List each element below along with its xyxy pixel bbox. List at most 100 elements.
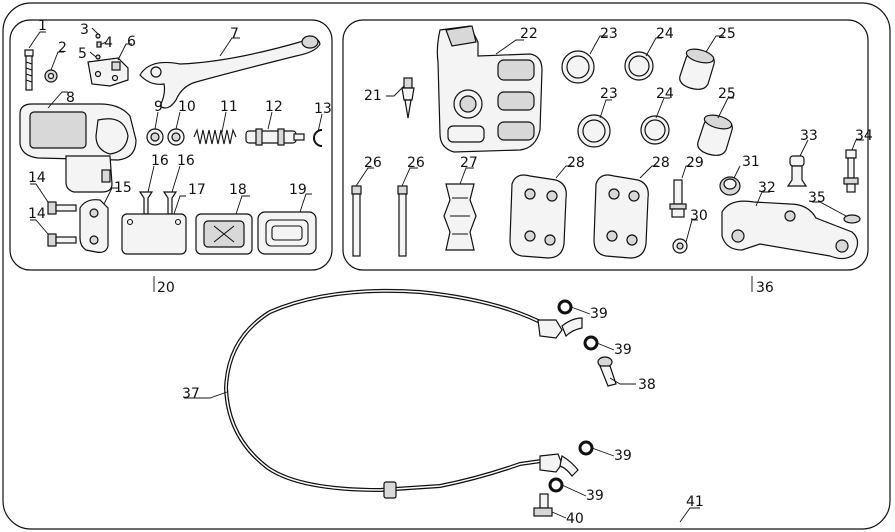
part-1-screw — [24, 49, 34, 91]
part-3-pin — [95, 33, 101, 39]
callout-17: 17 — [188, 182, 206, 198]
callout-39c: 39 — [614, 448, 632, 464]
part-10-seal — [167, 128, 185, 146]
callout-14a: 14 — [28, 170, 46, 186]
part-19-diaphragm — [257, 211, 317, 255]
part-15-clamp — [79, 199, 109, 253]
callout-28a: 28 — [567, 155, 585, 171]
part-14-bolt-lower — [47, 233, 77, 247]
callout-41: 41 — [686, 494, 704, 510]
callout-13: 13 — [314, 101, 332, 117]
callout-14b: 14 — [28, 206, 46, 222]
callout-23b: 23 — [600, 86, 618, 102]
part-8-master-cylinder — [19, 103, 137, 193]
part-39-washer-4 — [548, 477, 564, 493]
callout-39a: 39 — [590, 306, 608, 322]
part-16-screw-right — [162, 191, 178, 215]
callout-23a: 23 — [600, 26, 618, 42]
part-31-bushing — [719, 176, 741, 196]
part-39-washer-2 — [583, 335, 599, 351]
part-2-nut — [44, 69, 58, 83]
part-23-seal-lower — [577, 114, 611, 148]
caliper-group-frame — [342, 19, 869, 271]
callout-5: 5 — [78, 46, 87, 62]
callout-27: 27 — [460, 155, 478, 171]
callout-35: 35 — [808, 190, 826, 206]
callout-4: 4 — [104, 35, 113, 51]
callout-31: 31 — [742, 154, 760, 170]
callout-37: 37 — [182, 386, 200, 402]
callout-18: 18 — [229, 182, 247, 198]
part-34-bolt — [843, 149, 859, 193]
callout-39b: 39 — [614, 342, 632, 358]
callout-39d: 39 — [586, 488, 604, 504]
part-16-screw-left — [138, 191, 154, 215]
callout-21: 21 — [364, 88, 382, 104]
part-9-seal — [146, 128, 164, 146]
callout-11: 11 — [220, 99, 238, 115]
part-24-seal-lower — [640, 115, 670, 145]
part-30-washer — [672, 238, 688, 254]
part-33-slide-pin — [786, 155, 808, 187]
callout-25b: 25 — [718, 86, 736, 102]
callout-26a: 26 — [364, 155, 382, 171]
callout-38: 38 — [638, 377, 656, 393]
callout-7: 7 — [230, 26, 239, 42]
master-cylinder-group-frame — [9, 19, 333, 271]
part-24-seal-upper — [624, 51, 654, 81]
part-22-caliper-body — [436, 25, 543, 153]
part-26-pin-left — [351, 185, 362, 257]
part-7-brake-lever — [139, 35, 321, 109]
callout-22: 22 — [520, 26, 538, 42]
part-40-bolt — [533, 493, 553, 517]
part-12-piston — [245, 128, 305, 146]
part-23-seal-upper — [561, 50, 595, 84]
callout-15: 15 — [114, 180, 132, 196]
leader-lines — [28, 27, 864, 523]
callout-24b: 24 — [656, 86, 674, 102]
part-35-clip — [843, 214, 861, 224]
callout-6: 6 — [127, 34, 136, 50]
callout-26b: 26 — [407, 155, 425, 171]
callout-25a: 25 — [718, 26, 736, 42]
callout-32: 32 — [758, 180, 776, 196]
part-38-banjo-bolt — [597, 356, 617, 387]
callout-28b: 28 — [652, 155, 670, 171]
part-37-brake-hose — [223, 288, 583, 499]
callout-40: 40 — [566, 511, 584, 527]
part-17-reservoir-cap — [121, 213, 187, 255]
callout-10: 10 — [178, 99, 196, 115]
part-25-piston-lower — [697, 114, 733, 156]
part-39-washer-1 — [557, 299, 573, 315]
callout-20: 20 — [157, 280, 175, 296]
callout-2: 2 — [58, 40, 67, 56]
callout-33: 33 — [800, 128, 818, 144]
part-6-switch — [87, 57, 129, 87]
part-13-circlip — [313, 129, 323, 147]
part-21-bleeder-screw — [401, 77, 415, 119]
part-18-diaphragm-plate — [195, 213, 253, 255]
callout-34: 34 — [855, 128, 873, 144]
callout-1: 1 — [38, 18, 47, 34]
callout-29: 29 — [686, 155, 704, 171]
part-28-brake-pad-right — [593, 174, 649, 259]
part-32-caliper-bracket — [721, 200, 859, 260]
part-28-brake-pad-left — [509, 174, 567, 259]
part-39-washer-3 — [578, 440, 594, 456]
callout-8: 8 — [66, 90, 75, 106]
callout-30: 30 — [690, 208, 708, 224]
part-25-piston-upper — [679, 48, 715, 90]
part-14-bolt-upper — [47, 201, 77, 215]
callout-24a: 24 — [656, 26, 674, 42]
part-29-bolt — [669, 179, 687, 218]
callout-16a: 16 — [151, 153, 169, 169]
part-26-pin-right — [397, 185, 408, 257]
callout-9: 9 — [154, 99, 163, 115]
part-27-pad-spring — [443, 183, 477, 251]
callout-3: 3 — [80, 22, 89, 38]
callout-36: 36 — [756, 280, 774, 296]
callout-labels: 1 2 3 4 5 6 7 8 9 10 11 12 13 14 14 15 1… — [28, 18, 873, 527]
callout-16b: 16 — [177, 153, 195, 169]
